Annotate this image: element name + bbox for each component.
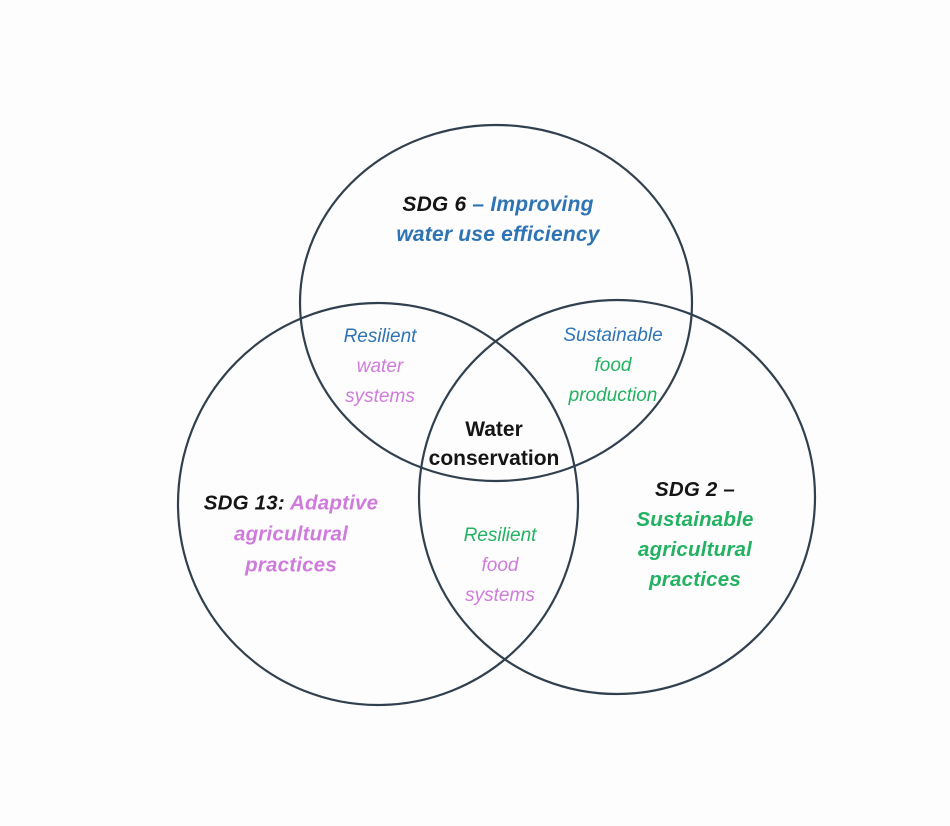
sdg13-label-line1: SDG 13: Adaptive <box>203 491 379 515</box>
center-line: Water <box>465 418 523 441</box>
overlap-line: systems <box>345 386 415 407</box>
sdg2-circle <box>417 298 817 696</box>
sdg2-label-line2: Sustainable <box>636 508 754 531</box>
sdg13-circle <box>176 301 580 707</box>
overlap-line: food <box>481 555 519 576</box>
sdg2-label-line4: practices <box>649 568 741 591</box>
overlap-line: food <box>594 355 632 376</box>
resilient-food-systems-label: Resilient food systems <box>464 521 537 611</box>
center-line: conservation <box>428 447 560 470</box>
sdg6-label-line2: water use efficiency <box>396 223 600 246</box>
overlap-line: Sustainable <box>563 325 663 346</box>
water-conservation-label: Water conservation <box>429 415 560 473</box>
sdg6-label: SDG 6 – Improving water use efficiency <box>396 190 599 250</box>
overlap-line: water <box>356 356 404 377</box>
sdg13-label-line2: agricultural <box>233 522 349 546</box>
overlap-line: systems <box>465 585 535 606</box>
sdg2-label: SDG 2 – Sustainable agricultural practic… <box>636 475 753 595</box>
overlap-line: Resilient <box>343 326 417 347</box>
sdg13-label: SDG 13: Adaptive agricultural practices <box>204 488 378 581</box>
overlap-line: Resilient <box>463 525 537 546</box>
overlap-line: production <box>568 385 658 406</box>
resilient-water-systems-label: Resilient water systems <box>344 322 417 412</box>
sdg2-label-line3: agricultural <box>637 538 753 561</box>
sustainable-food-production-label: Sustainable food production <box>563 321 662 411</box>
sdg6-circle <box>298 123 694 483</box>
sdg13-label-line3: practices <box>245 553 337 577</box>
sdg6-label-line1: SDG 6 – Improving <box>402 193 594 216</box>
sdg2-label-line1: SDG 2 – <box>654 478 736 501</box>
